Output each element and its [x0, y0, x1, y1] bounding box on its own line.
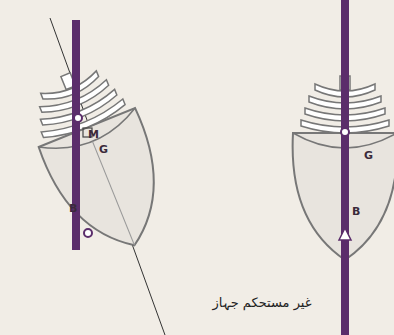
- point-label: M: [88, 129, 99, 140]
- point-label: G: [364, 150, 373, 161]
- caption: غیر مستحکم جہاز: [210, 295, 313, 310]
- point-label: G: [99, 144, 108, 155]
- point-label: B: [352, 206, 360, 217]
- point-label: B: [69, 203, 77, 214]
